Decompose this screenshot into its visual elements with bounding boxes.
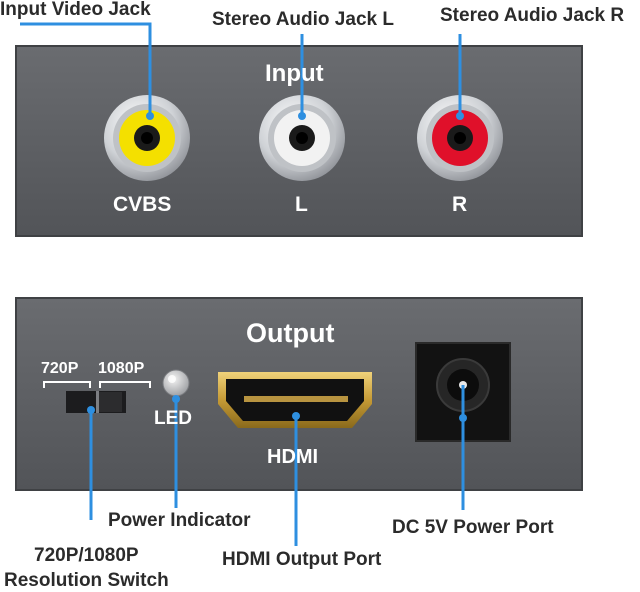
switch-720p-label: 720P <box>41 360 79 377</box>
callout-line-video <box>20 22 152 116</box>
audio-r-jack <box>417 95 503 181</box>
audio-r-label: R <box>452 193 468 216</box>
cvbs-jack <box>104 95 190 181</box>
callout-resolution-switch-line2: Resolution Switch <box>4 570 169 591</box>
led-label: LED <box>154 408 192 429</box>
output-panel-title: Output <box>246 318 335 348</box>
input-panel-title: Input <box>265 60 324 87</box>
resolution-switch <box>66 391 126 413</box>
switch-1080p-label: 1080P <box>98 360 145 377</box>
cvbs-label: CVBS <box>113 193 172 216</box>
audio-l-label: L <box>295 193 308 216</box>
callout-stereo-audio-r: Stereo Audio Jack R <box>440 5 625 26</box>
hdmi-port <box>218 372 372 428</box>
switch-bracket <box>43 381 151 388</box>
led-indicator <box>162 369 190 397</box>
callout-power-indicator: Power Indicator <box>108 510 251 531</box>
callout-hdmi-output-port: HDMI Output Port <box>222 549 382 570</box>
callout-resolution-switch-line1: 720P/1080P <box>34 545 139 566</box>
audio-l-jack <box>259 95 345 181</box>
callout-stereo-audio-l: Stereo Audio Jack L <box>212 9 394 30</box>
hdmi-label: HDMI <box>267 446 319 468</box>
callout-dc-power-port: DC 5V Power Port <box>392 517 554 538</box>
callout-dots <box>87 112 467 422</box>
callout-lines <box>20 22 465 546</box>
callout-input-video-jack: Input Video Jack <box>0 0 151 20</box>
